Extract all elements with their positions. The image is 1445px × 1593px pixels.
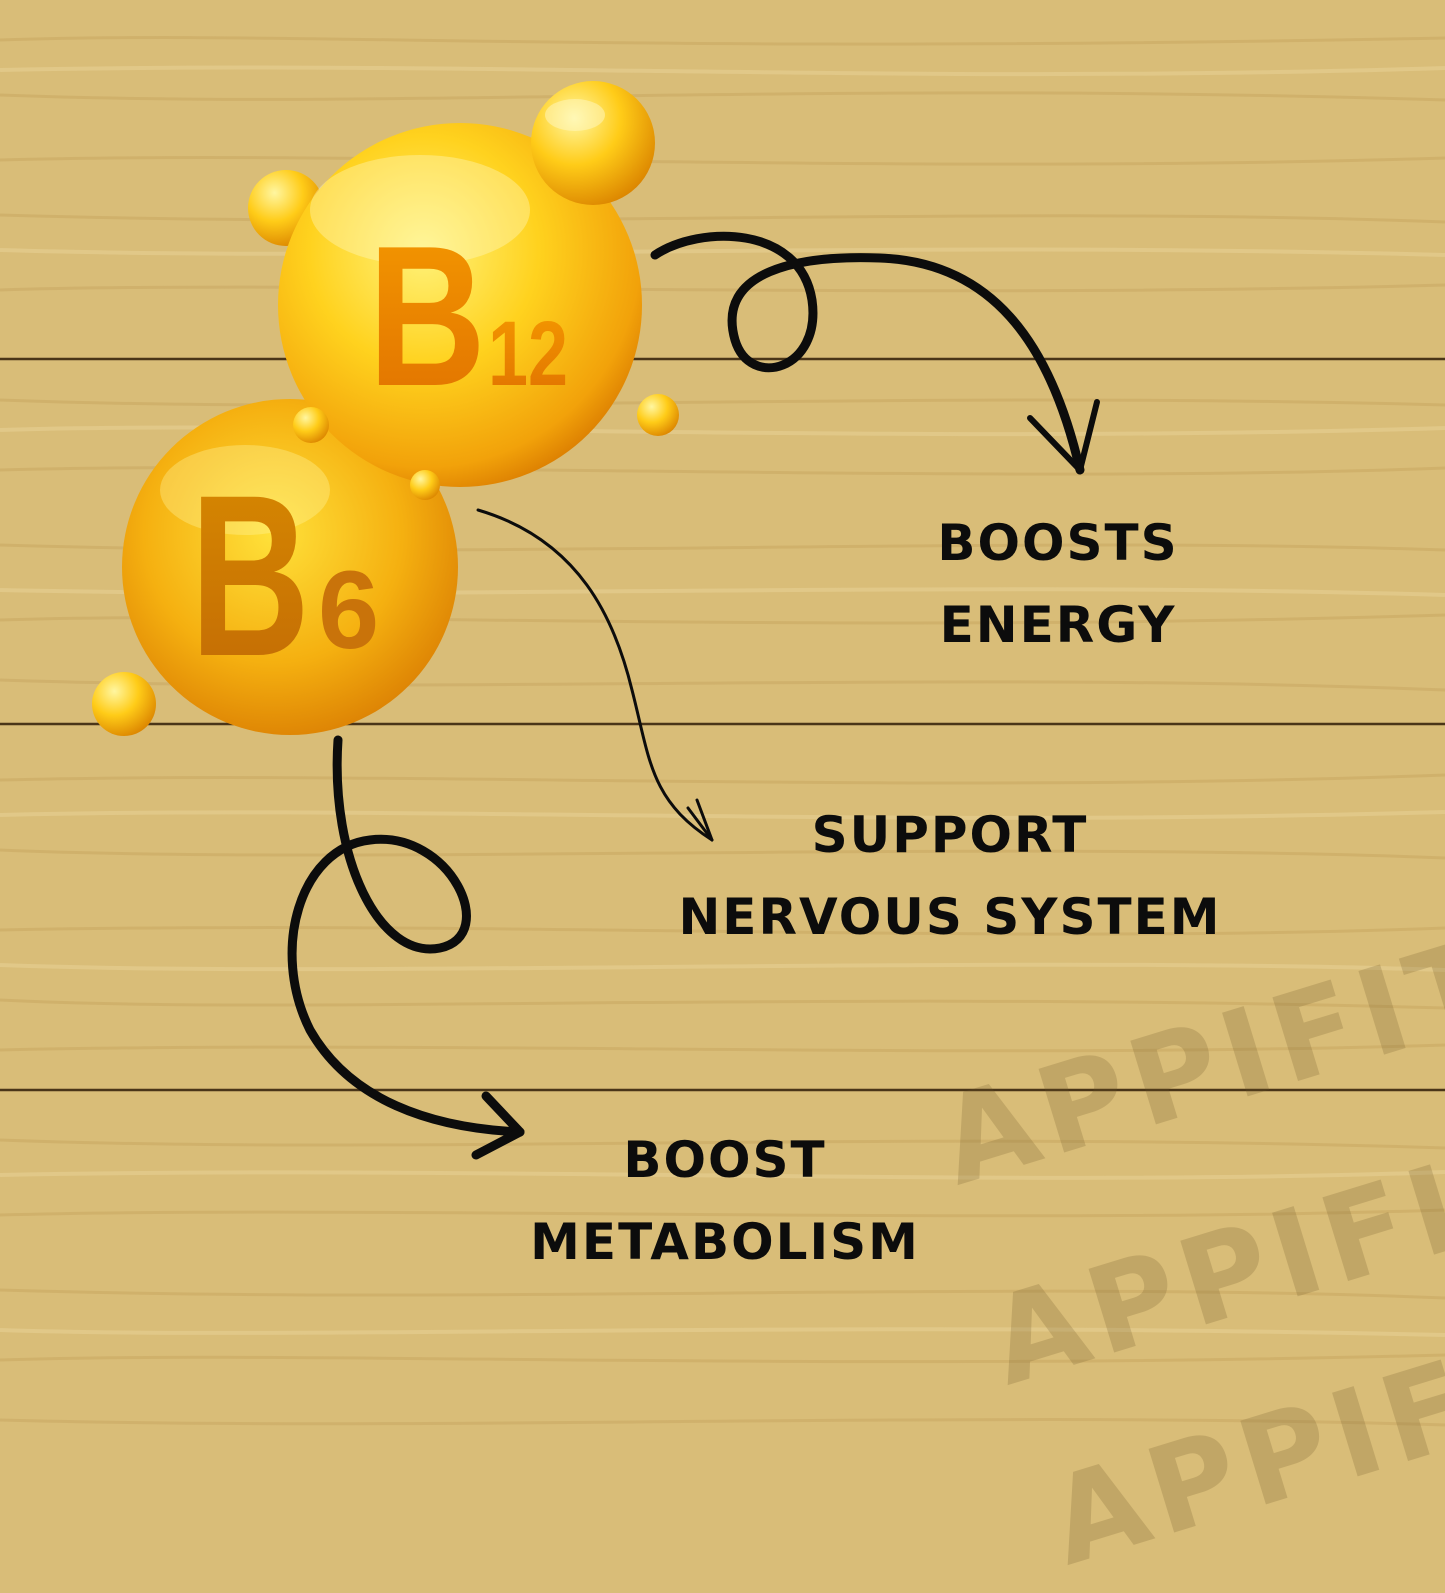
vitamin-b12-letter: B — [368, 205, 486, 428]
vitamin-b12-number: 12 — [488, 303, 568, 405]
vitamin-b12-sphere: B 12 — [278, 123, 642, 487]
arrow-to-metabolism — [287, 735, 525, 1160]
benefit-metabolism-line1: BOOST — [623, 1131, 827, 1189]
small-droplet — [637, 394, 679, 436]
benefit-energy-line2: ENERGY — [939, 596, 1177, 654]
benefit-boost-metabolism: BOOST METABOLISM — [505, 1135, 945, 1267]
vitamin-b6-letter: B — [190, 447, 310, 704]
benefit-nervous-line1: SUPPORT — [811, 806, 1089, 864]
infographic-canvas: B 6 B 12 — [0, 36, 1445, 1427]
benefit-nervous-line2: NERVOUS SYSTEM — [678, 888, 1222, 946]
benefit-boosts-energy: BOOSTS ENERGY — [905, 518, 1211, 650]
small-droplet — [410, 470, 440, 500]
vitamin-b6-number: 6 — [318, 549, 379, 672]
arrow-to-nervous — [476, 508, 714, 842]
small-droplet — [293, 407, 329, 443]
benefit-energy-line1: BOOSTS — [937, 514, 1179, 572]
small-droplet — [92, 672, 156, 736]
droplet-highlight — [545, 99, 605, 131]
vitamin-b6-sphere: B 6 — [122, 399, 458, 735]
arrow-to-energy — [650, 231, 1100, 475]
benefit-metabolism-line2: METABOLISM — [530, 1213, 920, 1271]
large-droplet — [531, 81, 655, 205]
benefit-support-nervous-system: SUPPORT NERVOUS SYSTEM — [660, 810, 1240, 942]
